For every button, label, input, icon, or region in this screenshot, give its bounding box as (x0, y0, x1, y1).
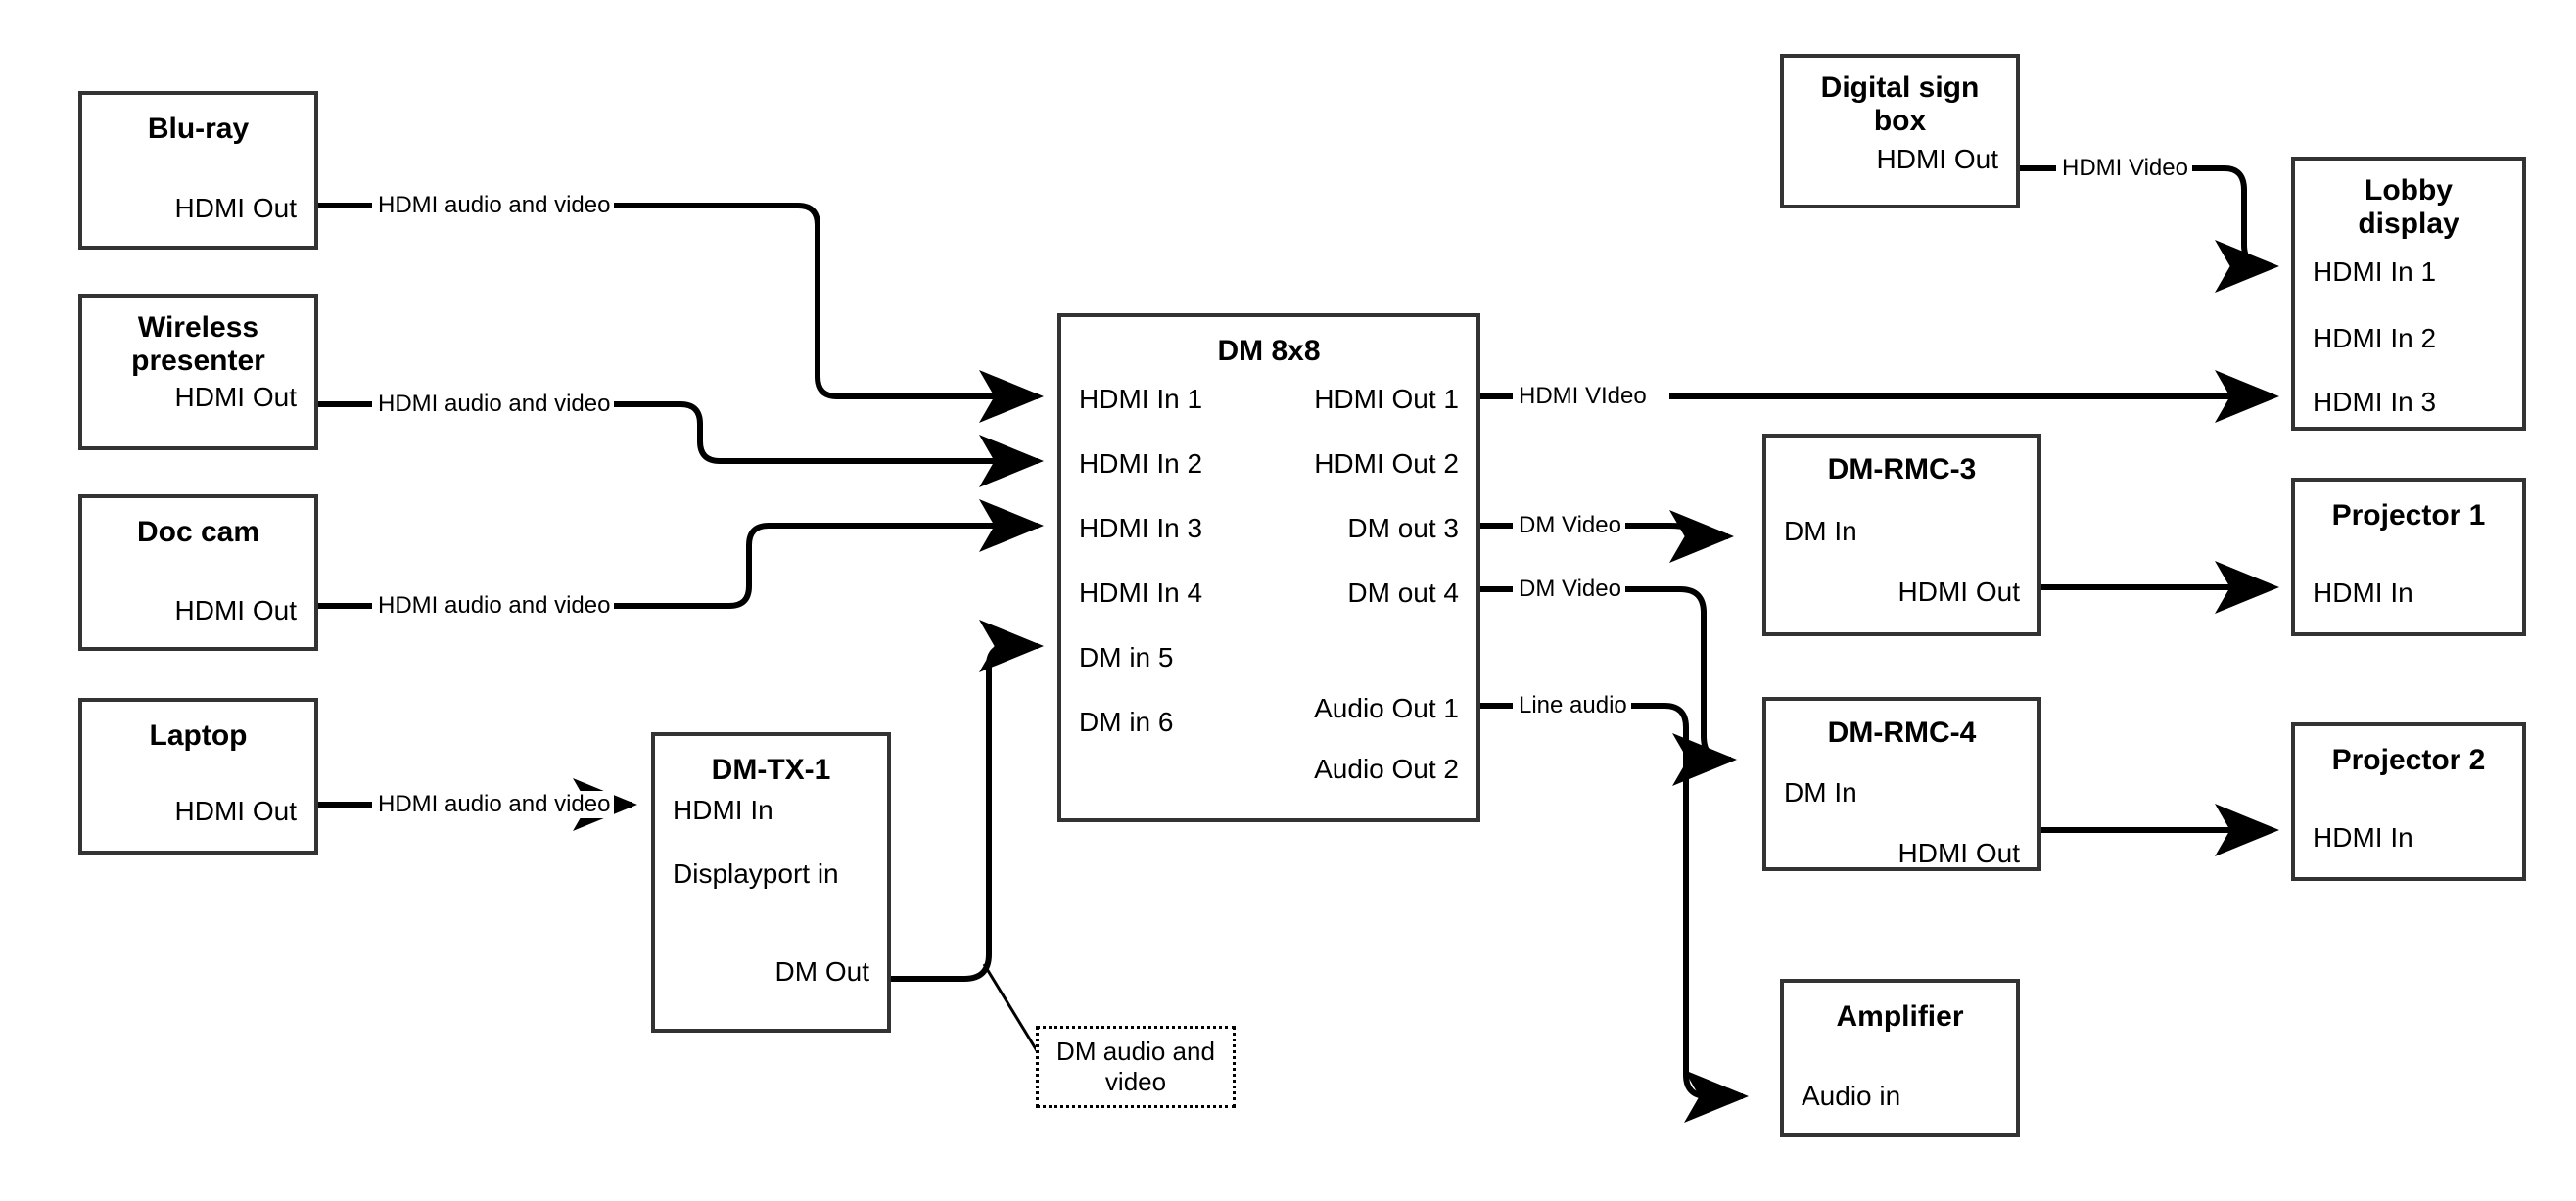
port-dm8x8-audio-out-2[interactable]: Audio Out 2 (1314, 754, 1459, 784)
port-rmc3-hdmi-out[interactable]: HDMI Out (1897, 577, 2020, 607)
wire-label-wireless: HDMI audio and video (374, 391, 615, 418)
node-doc-cam-title: Doc cam (136, 516, 260, 548)
node-dm-tx-1[interactable]: DM-TX-1 HDMI In Displayport in DM Out (651, 732, 891, 1033)
port-doccam-hdmi-out[interactable]: HDMI Out (174, 595, 297, 625)
wire-label-audioout1: Line audio (1515, 692, 1631, 719)
node-projector-2-title: Projector 2 (2331, 744, 2486, 776)
node-lobby-display[interactable]: Lobby display HDMI In 1 HDMI In 2 HDMI I… (2291, 157, 2526, 431)
port-dmtx1-hdmi-in[interactable]: HDMI In (673, 795, 773, 825)
node-amplifier-title: Amplifier (1836, 1000, 1964, 1033)
note-dm-audio-and-video: DM audio and video (1036, 1026, 1236, 1108)
port-rmc3-dm-in[interactable]: DM In (1784, 516, 1857, 546)
port-wireless-hdmi-out[interactable]: HDMI Out (174, 382, 297, 412)
port-dmtx1-dm-out[interactable]: DM Out (774, 956, 869, 987)
node-dm-rmc-3-title: DM-RMC-3 (1827, 453, 1977, 485)
port-amplifier-audio-in[interactable]: Audio in (1802, 1081, 1901, 1111)
port-dm8x8-hdmi-in-1[interactable]: HDMI In 1 (1079, 384, 1203, 414)
wire-label-laptop: HDMI audio and video (374, 791, 615, 818)
wire-bluray-to-dm8x8-in1 (318, 203, 1038, 396)
node-bluray-title: Blu-ray (147, 113, 250, 145)
port-dm8x8-dm-out-3[interactable]: DM out 3 (1347, 513, 1459, 543)
wire-label-dmout3: DM Video (1515, 512, 1625, 539)
node-dm-rmc-4[interactable]: DM-RMC-4 DM In HDMI Out (1762, 697, 2041, 871)
node-projector-1-title: Projector 1 (2331, 499, 2486, 531)
wire-dm8x8-out4-to-rmc4 (1480, 586, 1731, 760)
node-dm-tx-1-title: DM-TX-1 (711, 754, 831, 786)
port-dm8x8-hdmi-in-3[interactable]: HDMI In 3 (1079, 513, 1203, 543)
node-wireless-presenter[interactable]: Wireless presenter HDMI Out (78, 294, 318, 450)
wire-label-hdmiout1: HDMI VIdeo (1515, 383, 1651, 410)
wire-note-leader (982, 963, 1040, 1053)
wire-label-bluray: HDMI audio and video (374, 192, 615, 219)
node-projector-1[interactable]: Projector 1 HDMI In (2291, 478, 2526, 636)
node-laptop-title: Laptop (149, 719, 248, 752)
port-signbox-hdmi-out[interactable]: HDMI Out (1876, 144, 1998, 174)
node-digital-sign-box[interactable]: Digital sign box HDMI Out (1780, 54, 2020, 208)
wire-label-dmout4: DM Video (1515, 576, 1625, 603)
wire-dm8x8-audioout1-to-amp (1480, 703, 1743, 1096)
port-dm8x8-dm-in-6[interactable]: DM in 6 (1079, 707, 1174, 737)
wire-label-signbox: HDMI Video (2058, 155, 2192, 182)
port-dm8x8-hdmi-out-2[interactable]: HDMI Out 2 (1314, 448, 1459, 479)
node-doc-cam[interactable]: Doc cam HDMI Out (78, 494, 318, 651)
port-lobby-hdmi-in-1[interactable]: HDMI In 1 (2313, 256, 2437, 287)
node-dm-8x8-title: DM 8x8 (1217, 335, 1321, 367)
port-dm8x8-hdmi-in-2[interactable]: HDMI In 2 (1079, 448, 1203, 479)
port-projector-2-hdmi-in[interactable]: HDMI In (2313, 822, 2413, 853)
port-dm8x8-dm-in-5[interactable]: DM in 5 (1079, 642, 1174, 672)
wire-label-doccam: HDMI audio and video (374, 592, 615, 620)
node-projector-2[interactable]: Projector 2 HDMI In (2291, 722, 2526, 881)
node-dm-rmc-3[interactable]: DM-RMC-3 DM In HDMI Out (1762, 434, 2041, 636)
node-lobby-display-title: Lobby display (2358, 174, 2459, 240)
node-digital-sign-box-title: Digital sign box (1820, 71, 1980, 137)
node-bluray[interactable]: Blu-ray HDMI Out (78, 91, 318, 250)
node-wireless-presenter-title: Wireless presenter (131, 311, 265, 377)
port-dm8x8-hdmi-out-1[interactable]: HDMI Out 1 (1314, 384, 1459, 414)
port-lobby-hdmi-in-3[interactable]: HDMI In 3 (2313, 387, 2437, 417)
wire-dmtx1-to-dm8x8-in5 (891, 620, 1044, 982)
port-dmtx1-displayport-in[interactable]: Displayport in (673, 858, 839, 889)
port-laptop-hdmi-out[interactable]: HDMI Out (174, 796, 297, 826)
node-laptop[interactable]: Laptop HDMI Out (78, 698, 318, 855)
port-rmc4-hdmi-out[interactable]: HDMI Out (1897, 838, 2020, 868)
port-lobby-hdmi-in-2[interactable]: HDMI In 2 (2313, 323, 2437, 353)
port-dm8x8-dm-out-4[interactable]: DM out 4 (1347, 577, 1459, 608)
node-dm-rmc-4-title: DM-RMC-4 (1827, 716, 1977, 749)
port-projector-1-hdmi-in[interactable]: HDMI In (2313, 577, 2413, 608)
port-dm8x8-audio-out-1[interactable]: Audio Out 1 (1314, 693, 1459, 723)
port-rmc4-dm-in[interactable]: DM In (1784, 777, 1857, 808)
node-amplifier[interactable]: Amplifier Audio in (1780, 979, 2020, 1137)
port-dm8x8-hdmi-in-4[interactable]: HDMI In 4 (1079, 577, 1203, 608)
wire-signbox-to-lobby-in1 (2019, 165, 2273, 266)
node-dm-8x8[interactable]: DM 8x8 HDMI In 1 HDMI In 2 HDMI In 3 HDM… (1057, 313, 1480, 822)
port-bluray-hdmi-out[interactable]: HDMI Out (174, 193, 297, 223)
